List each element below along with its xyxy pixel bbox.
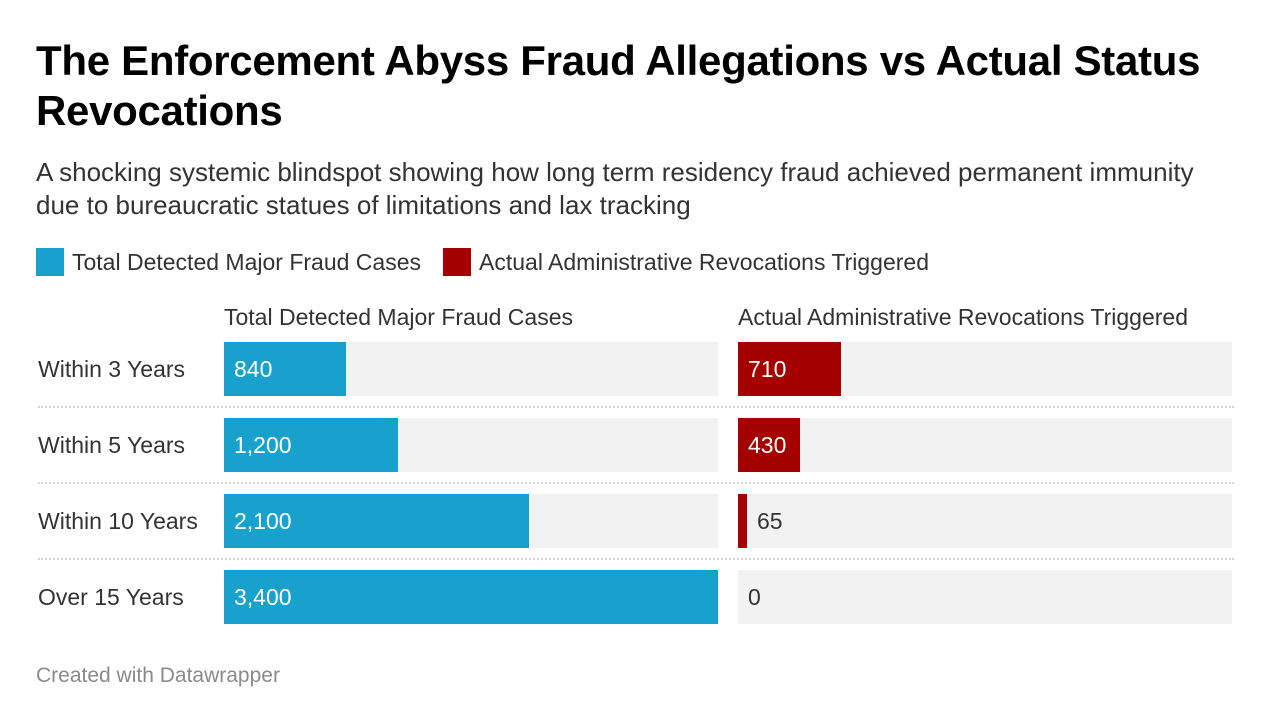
bar <box>224 570 718 624</box>
row-label: Within 10 Years <box>38 508 198 534</box>
row-label: Within 5 Years <box>38 432 186 458</box>
value-label: 710 <box>748 356 787 382</box>
legend-swatch-revocations <box>443 248 471 276</box>
legend-item-total-cases: Total Detected Major Fraud Cases <box>36 248 421 276</box>
row-label: Within 3 Years <box>38 356 186 382</box>
bar-track: 1,200 <box>224 418 718 472</box>
bar <box>224 418 398 472</box>
column-header-0: Total Detected Major Fraud Cases <box>224 304 573 330</box>
legend-label-total-cases: Total Detected Major Fraud Cases <box>72 248 421 275</box>
row-label: Over 15 Years <box>38 584 184 610</box>
bar-track: 710 <box>738 342 1232 396</box>
bar-track: 3,400 <box>224 570 718 624</box>
value-label: 1,200 <box>234 432 292 458</box>
bar-track: 65 <box>738 494 1232 548</box>
bar-track: 2,100 <box>224 494 718 548</box>
value-label: 2,100 <box>234 508 292 534</box>
legend-item-revocations: Actual Administrative Revocations Trigge… <box>443 248 929 276</box>
bar <box>738 342 841 396</box>
value-label: 430 <box>748 432 787 458</box>
bar <box>738 494 747 548</box>
chart-title: The Enforcement Abyss Fraud Allegations … <box>36 37 1201 134</box>
value-label: 3,400 <box>234 584 292 610</box>
value-label: 65 <box>757 508 783 534</box>
bar <box>738 418 800 472</box>
column-header-1: Actual Administrative Revocations Trigge… <box>738 304 1188 330</box>
legend-label-revocations: Actual Administrative Revocations Trigge… <box>479 248 929 275</box>
chart-subtitle: A shocking systemic blindspot showing ho… <box>36 157 1194 220</box>
legend-swatch-total-cases <box>36 248 64 276</box>
bar <box>224 342 346 396</box>
bar-track: 430 <box>738 418 1232 472</box>
bar <box>224 494 529 548</box>
bar-track: 840 <box>224 342 718 396</box>
datawrapper-credit: Created with Datawrapper <box>36 664 280 687</box>
value-label: 0 <box>748 584 761 610</box>
bar-track: 0 <box>738 570 1232 624</box>
legend: Total Detected Major Fraud Cases Actual … <box>36 248 951 276</box>
row-divider <box>38 406 1234 408</box>
row-divider <box>38 482 1234 484</box>
value-label: 840 <box>234 356 273 382</box>
row-divider <box>38 558 1234 560</box>
